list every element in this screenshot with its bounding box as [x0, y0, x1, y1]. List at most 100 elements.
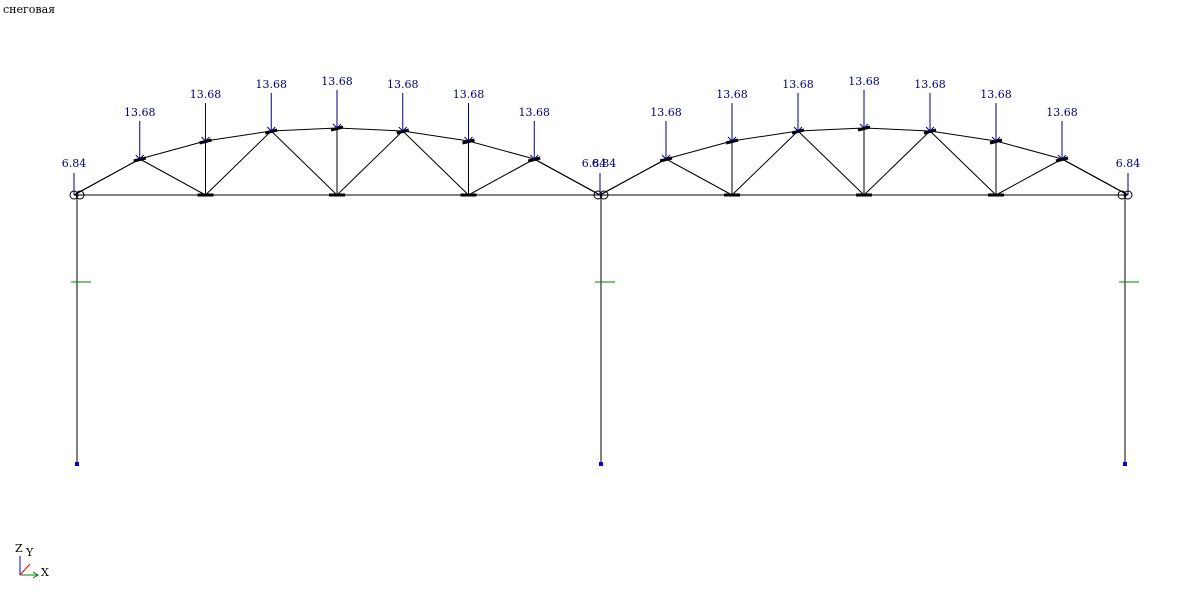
load-value-label: 13.68 — [124, 106, 156, 119]
load-arrow-head — [266, 126, 272, 132]
load-arrow-head — [332, 123, 338, 129]
load-arrow-head — [468, 136, 473, 142]
pin-connection — [1117, 190, 1127, 200]
load-value-label: 13.68 — [980, 88, 1012, 101]
end-load-label: 6.84 — [1116, 157, 1141, 170]
load-arrow-head — [529, 154, 535, 160]
load-arrow-head — [139, 154, 145, 160]
web-diagonal — [270, 130, 338, 196]
top-joint-mark — [462, 138, 475, 145]
load-arrow-head — [731, 136, 737, 142]
end-diagonal — [599, 158, 667, 196]
load-arrow-head — [661, 154, 667, 160]
load-arrow-head — [1057, 154, 1063, 160]
axis-z-label: Z — [15, 542, 23, 555]
top-chord-segment — [995, 140, 1063, 160]
top-chord-segment — [205, 130, 272, 142]
web-diagonal — [336, 130, 404, 196]
end-load-label: 6.84 — [592, 157, 617, 170]
web-diagonal — [205, 130, 272, 196]
load-arrow-head — [270, 126, 276, 132]
end-diagonal — [73, 158, 140, 196]
load-arrow-head — [665, 154, 671, 160]
top-joint-mark — [1055, 156, 1069, 163]
load-value-label: 13.68 — [848, 75, 880, 88]
truss-joints — [69, 125, 1139, 466]
top-joint-mark — [791, 128, 805, 135]
load-case-title: снеговая — [3, 3, 56, 16]
load-value-label: 13.68 — [321, 75, 353, 88]
web-diagonal — [995, 158, 1063, 196]
axis-y-line — [19, 563, 31, 576]
load-arrow-head — [464, 136, 469, 142]
top-joint-mark — [923, 128, 937, 135]
load-value-label: 13.68 — [453, 88, 485, 101]
load-arrow-head — [201, 136, 206, 142]
pin-connection — [75, 190, 85, 200]
axis-x-label: X — [41, 566, 49, 579]
load-value-label: 13.68 — [190, 88, 222, 101]
load-value-label: 13.68 — [782, 78, 814, 91]
axis-x-arrow — [32, 571, 39, 579]
load-arrow-head — [793, 126, 799, 132]
load-arrow-head — [336, 123, 342, 129]
load-arrow-head — [135, 154, 141, 160]
top-joint-mark — [857, 125, 871, 132]
top-joint-mark — [133, 156, 147, 163]
web-diagonal — [863, 130, 931, 196]
top-chord-segment — [468, 140, 535, 160]
end-diagonal — [534, 158, 601, 196]
top-chord-segment — [863, 127, 931, 132]
load-arrows — [73, 90, 1129, 195]
top-chord-segment — [665, 140, 733, 160]
load-value-label: 13.68 — [387, 78, 419, 91]
load-arrow-head — [929, 126, 935, 132]
load-arrow-head — [1061, 154, 1067, 160]
pin-connection — [593, 190, 603, 200]
web-diagonal — [797, 130, 865, 196]
top-chord-segment — [731, 130, 799, 142]
load-arrow-head — [995, 136, 1001, 142]
axis-indicator: Z Y X — [15, 542, 49, 579]
load-value-label: 13.68 — [1046, 106, 1078, 119]
frame-members — [73, 127, 1129, 463]
top-chord-segment — [139, 140, 206, 160]
top-joint-mark — [659, 156, 673, 163]
load-arrow-head — [727, 136, 733, 142]
end-load-label: 6.84 — [62, 157, 87, 170]
top-chord-segment — [929, 130, 997, 142]
load-arrow-head — [859, 123, 865, 129]
top-chord-segment — [271, 127, 338, 132]
top-joint-mark — [330, 125, 344, 132]
top-chord-segment — [336, 127, 403, 132]
top-joint-mark — [396, 128, 410, 135]
top-chord-segment — [402, 130, 469, 142]
web-diagonal — [139, 158, 206, 196]
top-joint-mark — [989, 138, 1003, 145]
load-value-label: 13.68 — [914, 78, 946, 91]
axis-y-label: Y — [25, 546, 34, 559]
top-chord-segment — [797, 127, 865, 132]
load-value-label: 13.68 — [716, 88, 748, 101]
load-arrow-head — [398, 126, 404, 132]
top-joint-mark — [199, 138, 212, 145]
load-value-label: 13.68 — [519, 106, 551, 119]
end-load-label: 6.84 — [582, 157, 607, 170]
fixed-support — [75, 462, 79, 466]
load-labels: 13.68 13.68 13.68 13.68 13.68 13.68 13.68 13.68… — [62, 75, 1141, 170]
end-diagonal — [1061, 158, 1129, 196]
fixed-support — [599, 462, 603, 466]
load-value-label: 13.68 — [256, 78, 288, 91]
top-joint-mark — [264, 128, 278, 135]
load-arrow-head — [991, 136, 997, 142]
web-diagonal — [468, 158, 535, 196]
load-arrow-head — [205, 136, 210, 142]
load-value-label: 13.68 — [650, 106, 682, 119]
web-diagonal — [665, 158, 733, 196]
load-arrow-head — [863, 123, 869, 129]
top-joint-mark — [527, 156, 541, 163]
load-arrow-head — [402, 126, 408, 132]
load-arrow-head — [797, 126, 803, 132]
top-joint-mark — [725, 138, 739, 145]
